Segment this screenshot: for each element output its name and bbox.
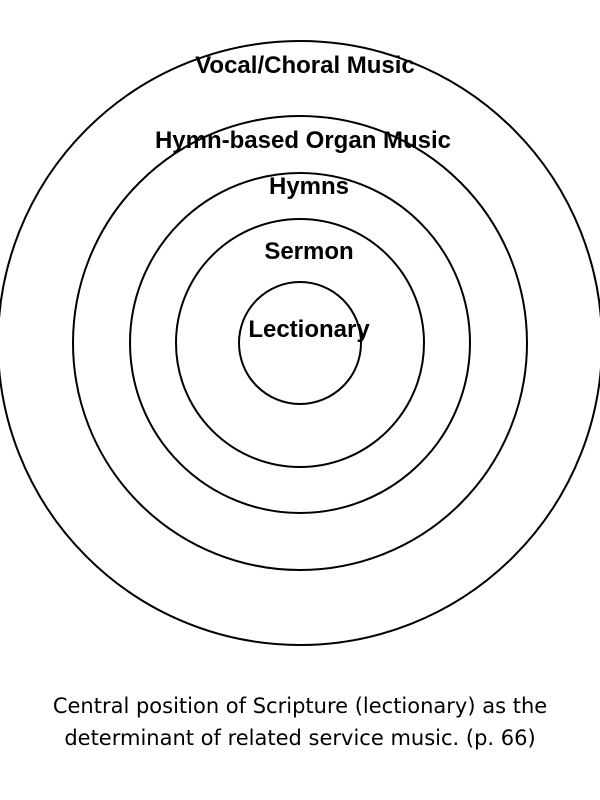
label-hymns: Hymns <box>269 173 349 200</box>
ring-hymn-based-organ-music <box>72 115 528 571</box>
ring-sermon <box>175 218 425 468</box>
label-sermon: Sermon <box>264 238 353 265</box>
caption-line-1: Central position of Scripture (lectionar… <box>52 694 548 718</box>
label-lectionary: Lectionary <box>248 316 370 343</box>
label-hymn-based-organ-music: Hymn-based Organ Music <box>155 127 451 154</box>
label-vocal-choral-music: Vocal/Choral Music <box>195 52 415 79</box>
ring-lectionary <box>238 281 362 405</box>
concentric-circles-diagram: Vocal/Choral Music Hymn-based Organ Musi… <box>0 40 600 646</box>
ring-vocal-choral-music <box>0 40 600 646</box>
figure-caption: Central position of Scripture (lectionar… <box>0 690 600 754</box>
ring-hymns <box>129 172 471 514</box>
caption-line-2: determinant of related service music. (p… <box>64 726 536 750</box>
